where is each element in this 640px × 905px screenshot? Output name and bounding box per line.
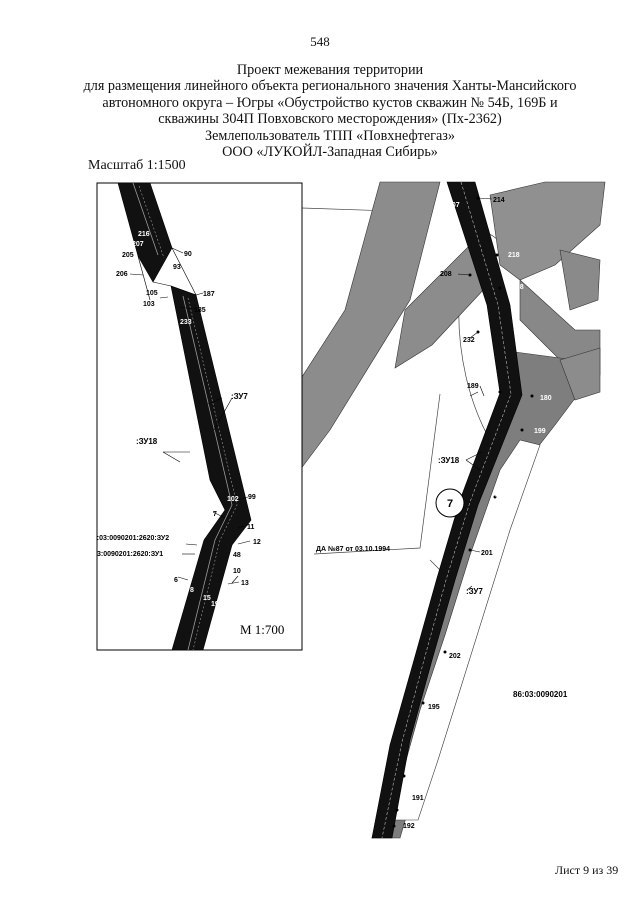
inset-centerline — [132, 183, 159, 256]
inset-point-label: 205 — [122, 252, 134, 259]
title-block: Проект межевания территории для размещен… — [60, 62, 600, 160]
page-number: 548 — [310, 34, 330, 49]
title-line: для размещения линейного объекта региона… — [83, 78, 577, 95]
inset-point-label: 7 — [213, 511, 217, 518]
inset-centerline — [182, 295, 233, 650]
inset-point-label: 6 — [174, 577, 178, 584]
inset-land-plot-label: :ЗУ7 — [231, 392, 248, 401]
point-label: 189 — [467, 383, 479, 390]
inset-point-label: 103 — [143, 301, 155, 308]
point-label: 191 — [412, 795, 424, 802]
circle-number: 7 — [447, 498, 453, 510]
main-scale-label: Масштаб 1:1500 — [88, 158, 186, 173]
inset-point-label: 233 — [180, 319, 192, 326]
inset-point-label: 206 — [116, 271, 128, 278]
corridor-gray — [489, 181, 606, 281]
point-label: 214 — [493, 197, 505, 204]
inset-cadastral-label: 86:03:0090201:2620:ЗУ2 — [89, 535, 169, 542]
point-label: 199 — [534, 428, 546, 435]
inset-map-area: 216 207 205 90 206 93 105 187 103 185 23… — [83, 183, 261, 650]
inset-point-label: 187 — [203, 291, 215, 298]
main-map-area: 7 207 214 218 208 188 232 189 180 199 :З… — [299, 181, 606, 839]
sheet-number: Лист 9 из 39 — [555, 863, 619, 877]
inset-point-label: 10 — [233, 568, 241, 575]
inset-point-label: 105 — [146, 290, 158, 297]
inset-point-label: 14 — [210, 496, 218, 503]
point-label: 195 — [428, 704, 440, 711]
inset-scale-label: М 1:700 — [240, 622, 284, 637]
inset-outline — [137, 255, 151, 301]
quarter-label: 86:03:0090201 — [513, 690, 568, 699]
corridor-black — [371, 181, 523, 839]
inset-land-plot-label: :ЗУ18 — [136, 437, 158, 446]
white-strip — [394, 439, 541, 821]
title-line: ООО «ЛУКОЙЛ-Западная Сибирь» — [222, 144, 438, 161]
boundary-line — [313, 393, 441, 555]
inset-point-label: 48 — [233, 552, 241, 559]
title-line: скважины 304П Повховского месторождения»… — [158, 111, 502, 128]
title-line: автономного округа – Югры «Обустройство … — [102, 94, 558, 111]
point-label: 207 — [448, 202, 460, 209]
point-label: 208 — [440, 271, 452, 278]
title-line: Проект межевания территории — [236, 62, 424, 78]
point-label: 180 — [540, 395, 552, 402]
inset-outline — [152, 247, 197, 296]
leader-lines — [457, 197, 493, 591]
inset-point-label: 207 — [132, 241, 144, 248]
inset-centerline — [138, 185, 165, 259]
point-label: 200 — [495, 495, 507, 502]
inset-point-label: 4 — [204, 505, 208, 512]
inset-point-label: 102 — [227, 496, 239, 503]
inset-centerline — [187, 297, 238, 650]
land-plot-label: :ЗУ18 — [438, 456, 460, 465]
corridor-gray — [299, 181, 441, 471]
inset-point-label: 11 — [247, 524, 255, 531]
inset-point-label: 12 — [253, 539, 261, 546]
inset-point-label: 230 — [163, 342, 175, 349]
point-label: 202 — [449, 653, 461, 660]
inset-point-label: 99 — [248, 494, 256, 501]
point-label: 201 — [481, 550, 493, 557]
title-line: Землепользователь ТПП «Повхнефтегаз» — [205, 127, 455, 144]
document-label: ДА №87 от 03.10.1994 — [316, 545, 390, 553]
inset-point-label: 90 — [184, 251, 192, 258]
corridor-gray — [559, 249, 601, 311]
land-plot-label: :ЗУ7 — [466, 587, 483, 596]
corridor-gray — [559, 347, 601, 401]
inset-point-label: 15 — [203, 595, 211, 602]
inset-point-label: 93 — [173, 264, 181, 271]
point-label: 232 — [463, 337, 475, 344]
inset-corridor-black — [170, 285, 252, 650]
inset-point-label: 216 — [138, 231, 150, 238]
land-plot-circle — [435, 488, 465, 518]
corridor-gray — [394, 244, 501, 369]
point-label: 188 — [512, 284, 524, 291]
inset-point-label: 13 — [241, 580, 249, 587]
point-label: 197 — [406, 775, 418, 782]
inset-leader-lines — [129, 247, 251, 585]
point-label: 218 — [508, 252, 520, 259]
inset-corridor-black — [117, 183, 173, 283]
inset-cadastral-label: 86:03:0090201:2620:ЗУ1 — [83, 551, 163, 558]
inset-point-label: 19 — [211, 601, 219, 608]
inset-point-label: 185 — [194, 307, 206, 314]
point-label: 192 — [403, 823, 415, 830]
inset-point-label: 8 — [190, 587, 194, 594]
